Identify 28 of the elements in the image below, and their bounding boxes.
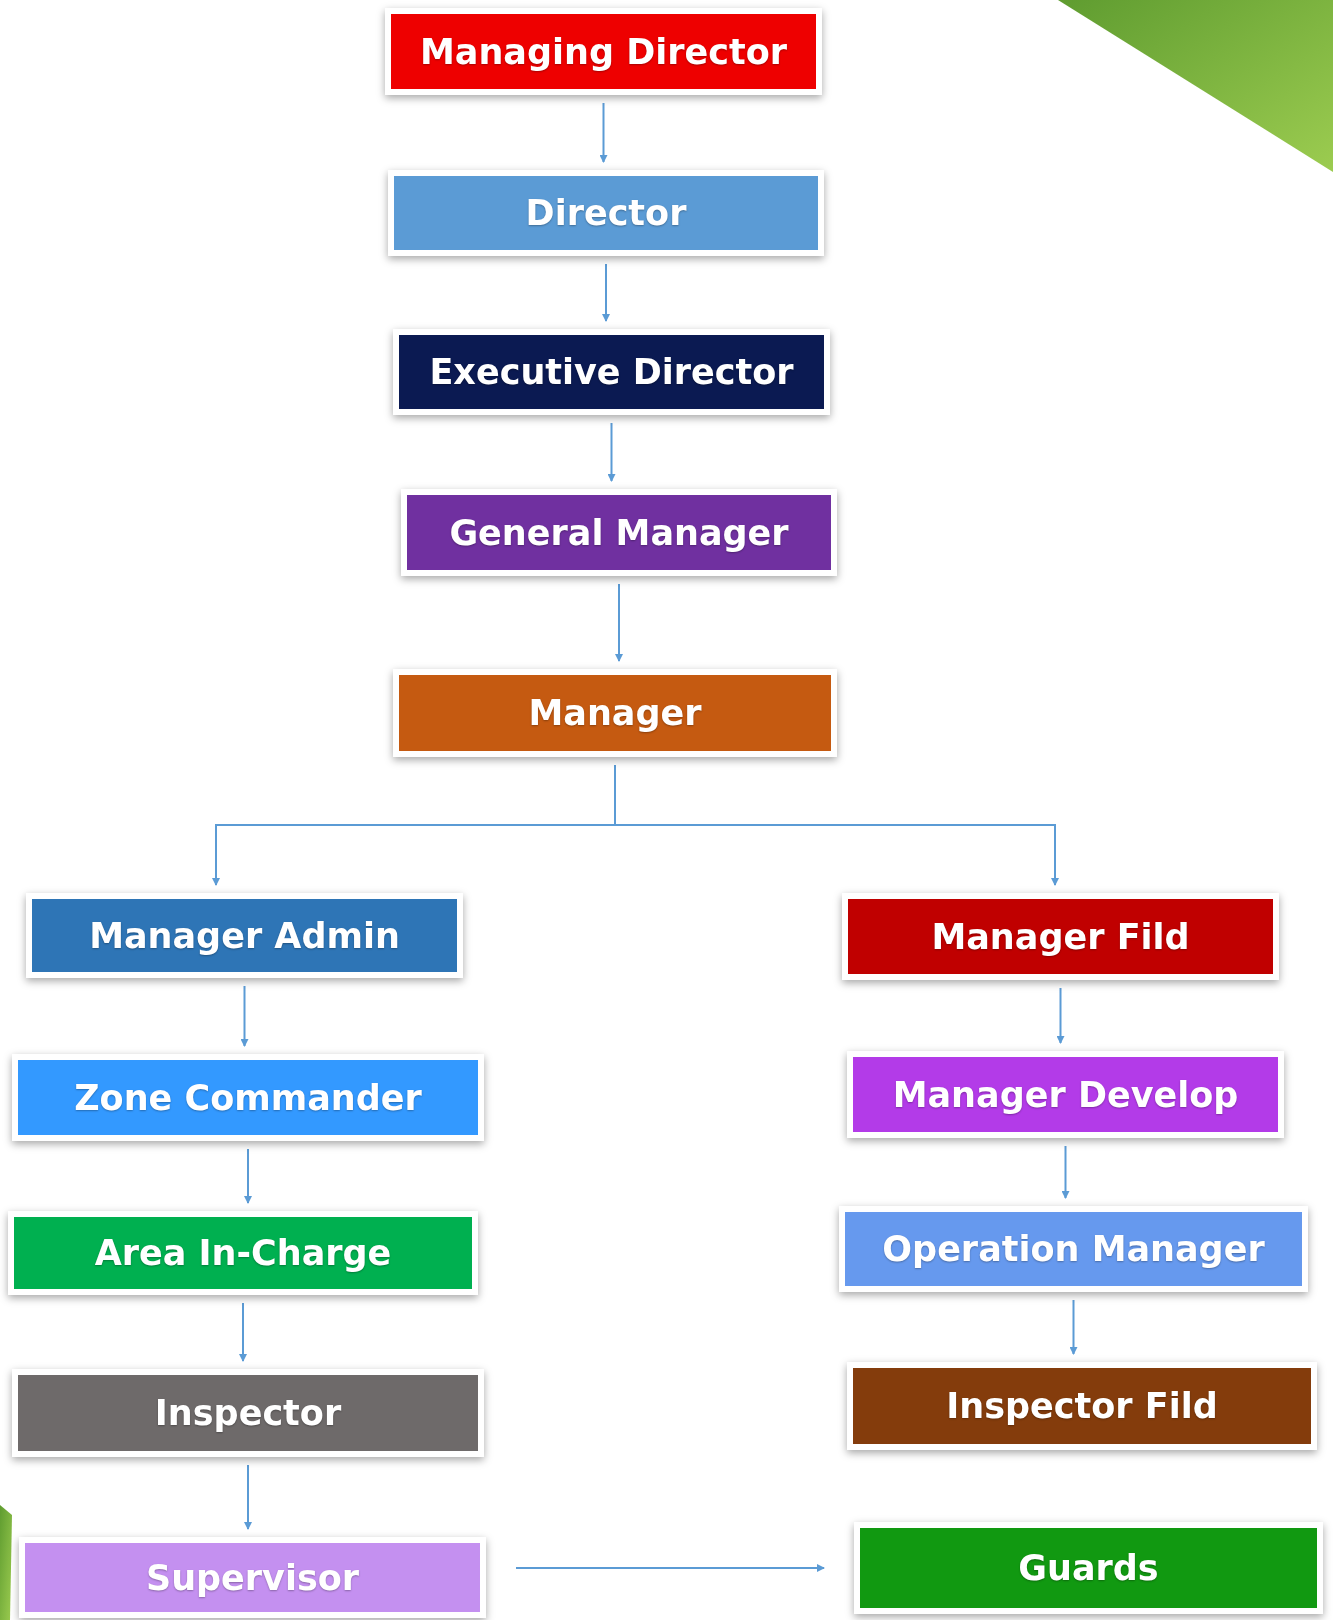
role-title: Inspector xyxy=(154,1393,342,1433)
role-title: Supervisor xyxy=(145,1557,360,1598)
role-title: Guards xyxy=(1018,1548,1159,1588)
arrow xyxy=(1056,987,1065,1044)
role-title: Managing Director xyxy=(420,31,787,72)
role-title: Zone Commander xyxy=(74,1077,422,1118)
role-title: Inspector Fild xyxy=(946,1386,1218,1426)
arrow xyxy=(614,764,1059,886)
arrow xyxy=(239,1302,247,1362)
role-title: Manager Develop xyxy=(892,1074,1239,1115)
role-title: Manager xyxy=(528,693,702,733)
arrow xyxy=(607,422,616,482)
arrow xyxy=(615,583,623,662)
arrow xyxy=(1061,1145,1070,1199)
role-title: General Manager xyxy=(449,512,789,553)
arrow xyxy=(602,263,610,322)
role-title: Manager Admin xyxy=(89,915,400,956)
role-title: Director xyxy=(525,193,687,233)
arrow xyxy=(1069,1299,1078,1355)
arrow xyxy=(240,985,249,1047)
role-title: Area In-Charge xyxy=(94,1233,392,1273)
arrow xyxy=(599,102,608,163)
role-title: Operation Manager xyxy=(882,1229,1265,1269)
arrow xyxy=(244,1148,252,1204)
role-title: Manager Fild xyxy=(931,916,1190,957)
arrow xyxy=(515,1564,825,1572)
role-title: Executive Director xyxy=(429,352,794,392)
arrow xyxy=(244,1464,252,1530)
